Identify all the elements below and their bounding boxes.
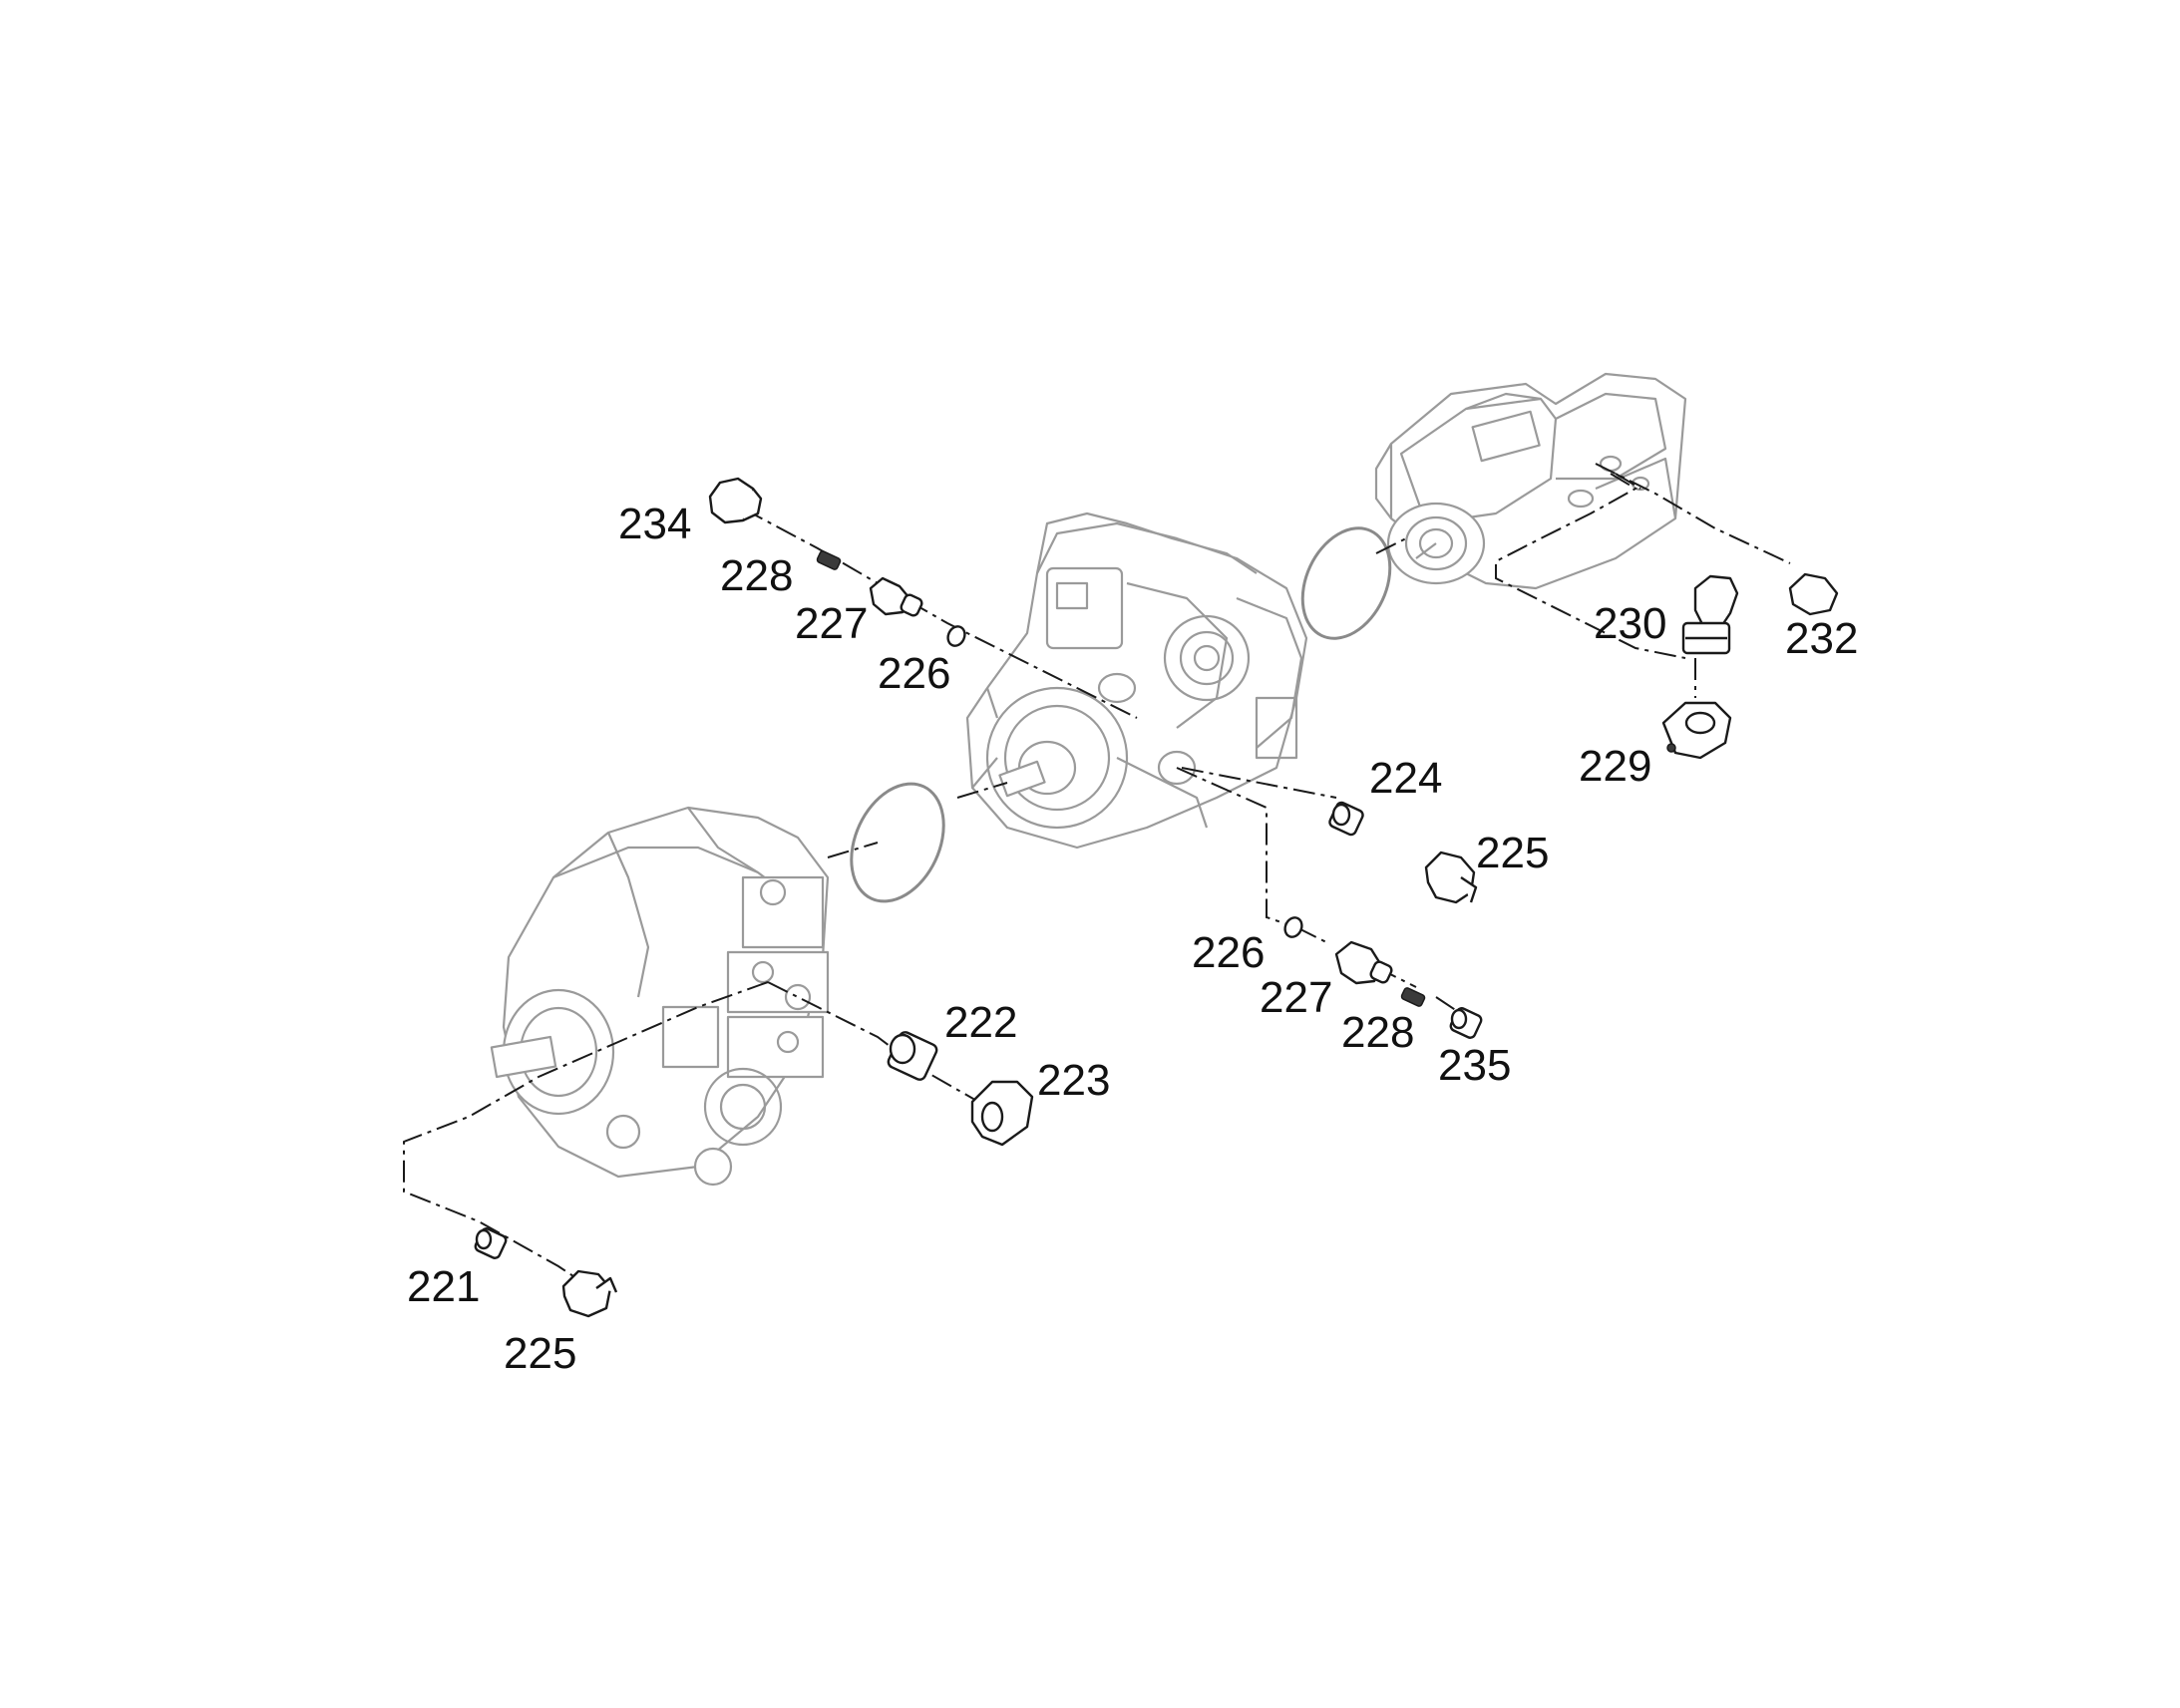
part-223-swivel-fitting[interactable] bbox=[970, 1080, 1034, 1147]
callout-226-upper: 226 bbox=[878, 649, 950, 698]
callout-235: 235 bbox=[1438, 1041, 1511, 1090]
part-226-upper-o-ring[interactable] bbox=[945, 624, 968, 649]
callout-234: 234 bbox=[618, 500, 691, 548]
assembly-lines bbox=[403, 463, 1791, 1287]
callout-232: 232 bbox=[1785, 614, 1858, 663]
part-225-left-elbow[interactable] bbox=[561, 1269, 618, 1318]
callout-labels: 234 228 227 226 230 232 229 224 225 226 … bbox=[407, 500, 1858, 1378]
part-221-adapter[interactable] bbox=[474, 1227, 508, 1260]
callout-224: 224 bbox=[1369, 754, 1442, 803]
part-227-lower-fitting[interactable] bbox=[1334, 940, 1393, 985]
part-232-flange-cap[interactable] bbox=[1788, 572, 1839, 616]
large-o-ring-lower bbox=[850, 782, 945, 903]
front-hydraulic-pump bbox=[490, 806, 830, 1187]
callout-228-lower: 228 bbox=[1341, 1008, 1414, 1057]
callout-225-left: 225 bbox=[504, 1329, 576, 1378]
large-o-ring-upper bbox=[1300, 526, 1392, 640]
part-226-lower-o-ring[interactable] bbox=[1282, 915, 1305, 940]
part-228-lower-restrictor[interactable] bbox=[1400, 987, 1426, 1007]
middle-hydraulic-pump bbox=[965, 512, 1308, 850]
callout-221: 221 bbox=[407, 1262, 480, 1311]
callout-227-upper: 227 bbox=[795, 599, 868, 648]
callout-222: 222 bbox=[944, 998, 1017, 1047]
callout-223: 223 bbox=[1037, 1056, 1110, 1105]
rear-gear-pump bbox=[1374, 372, 1687, 590]
part-227-upper-fitting[interactable] bbox=[869, 576, 923, 617]
callout-229: 229 bbox=[1579, 742, 1651, 791]
part-222-adapter[interactable] bbox=[887, 1030, 938, 1081]
callout-226-lower: 226 bbox=[1192, 928, 1265, 977]
part-235-plug[interactable] bbox=[1449, 1007, 1483, 1040]
part-224-adapter[interactable] bbox=[1328, 801, 1364, 837]
callout-228-upper: 228 bbox=[720, 551, 793, 600]
part-228-upper-restrictor[interactable] bbox=[816, 550, 842, 570]
part-234-plug[interactable] bbox=[708, 477, 763, 524]
part-225-right-elbow[interactable] bbox=[1424, 851, 1478, 904]
callout-225-right: 225 bbox=[1476, 829, 1549, 877]
callout-227-lower: 227 bbox=[1260, 973, 1332, 1022]
part-230-elbow-fitting[interactable] bbox=[1681, 574, 1739, 655]
callout-230: 230 bbox=[1594, 599, 1666, 648]
part-229-flange-fitting[interactable] bbox=[1661, 701, 1732, 760]
